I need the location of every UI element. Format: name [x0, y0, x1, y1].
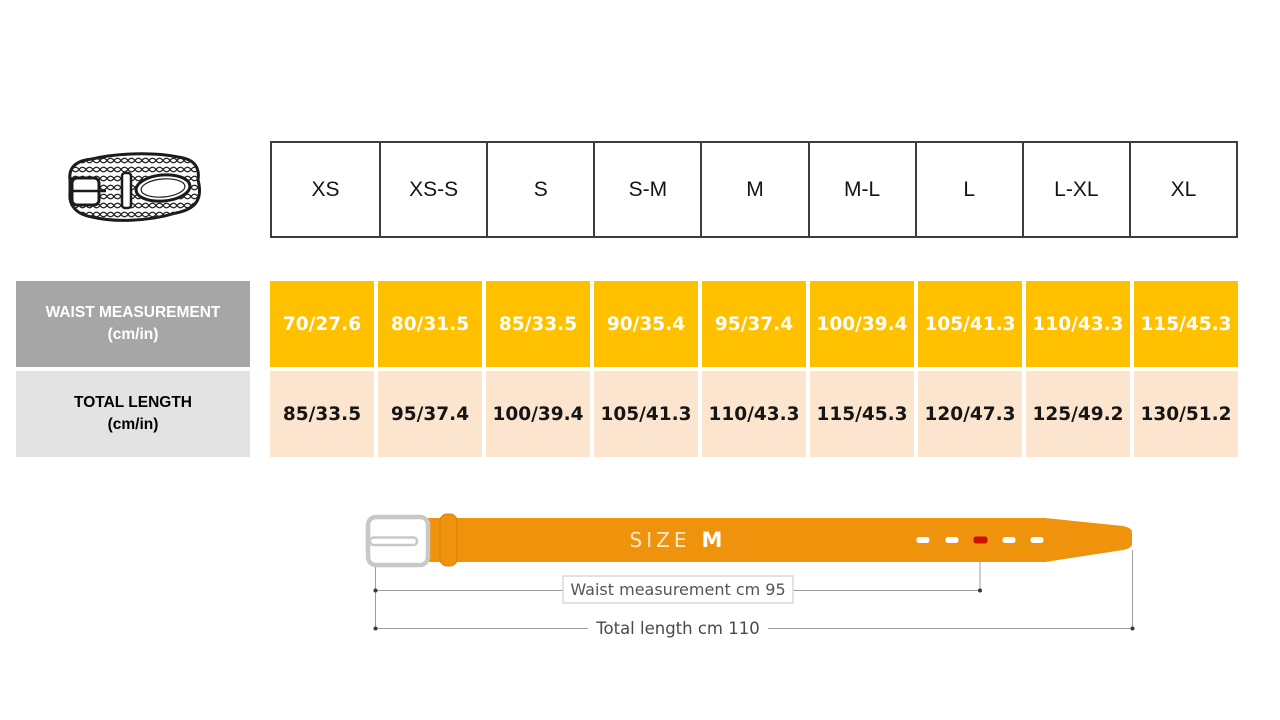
waist-value-cell: 115/45.3: [1134, 281, 1238, 367]
waist-row-label-line1: WAIST MEASUREMENT: [45, 303, 221, 321]
size-column-header: S: [486, 143, 593, 236]
length-value-cell: 125/49.2: [1026, 371, 1130, 457]
waist-row-label-line2: (cm/in): [107, 326, 159, 343]
belt-strap: [424, 518, 1046, 562]
waist-row-label: WAIST MEASUREMENT (cm/in): [16, 281, 250, 367]
buckle-prong: [368, 536, 419, 547]
braided-belt-icon: [68, 152, 201, 222]
waist-value-cell: 90/35.4: [594, 281, 698, 367]
size-column-header: XS: [311, 177, 340, 201]
length-row-label-line1: TOTAL LENGTH: [74, 393, 192, 411]
mini-keeper-loop: [120, 171, 133, 210]
total-line-end-dot: [373, 626, 378, 631]
length-value-cell: 115/45.3: [810, 371, 914, 457]
size-column-header: S-M: [593, 143, 700, 236]
length-value-cell: 100/39.4: [486, 371, 590, 457]
waist-measurement-row: 70/27.6 80/31.5 85/33.5 90/35.4 95/37.4 …: [270, 281, 1238, 367]
size-label: SIZE: [630, 528, 691, 552]
total-length-row: 85/33.5 95/37.4 100/39.4 105/41.3 110/43…: [270, 371, 1238, 457]
total-length-text-backing: [588, 617, 768, 640]
waist-value-cell: 70/27.6: [270, 281, 374, 367]
belt-tip: [1045, 518, 1132, 562]
waist-value-cell: 105/41.3: [918, 281, 1022, 367]
size-column-header: XL: [1128, 143, 1236, 236]
waist-line-end-dot: [978, 588, 982, 593]
length-row-label: TOTAL LENGTH (cm/in): [16, 371, 250, 457]
size-value: M: [702, 528, 723, 552]
belt-braid-texture: [69, 153, 200, 221]
belt-hole-icon: [1030, 537, 1044, 543]
size-column-header: L: [914, 143, 1022, 236]
belt-measurement-diagram: SIZE M Waist measurement cm 95 Total len…: [365, 513, 1135, 640]
length-value-cell: 95/37.4: [378, 371, 482, 457]
length-row-label-line2: (cm/in): [107, 416, 159, 433]
belt-hole-icon: [916, 537, 930, 543]
length-value-cell: 130/51.2: [1134, 371, 1238, 457]
total-length-text: Total length cm 110: [595, 619, 760, 638]
total-line-end-dot: [1130, 626, 1135, 631]
waist-measurement-box: [562, 575, 794, 604]
waist-value-cell: 80/31.5: [378, 281, 482, 367]
belt-hole-icon: [945, 537, 959, 543]
size-column-header: L-XL: [1021, 143, 1129, 236]
waist-value-cell: 85/33.5: [486, 281, 590, 367]
length-value-cell: 105/41.3: [594, 371, 698, 457]
size-header-row: XS XS-S S S-M M M-L L L-XL XL: [270, 141, 1238, 238]
size-column-header: M-L: [807, 143, 915, 236]
size-column-header: M: [700, 143, 807, 236]
waist-measurement-text: Waist measurement cm 95: [570, 580, 785, 599]
size-column-header: XS-S: [379, 143, 486, 236]
belt-hole-selected-icon: [973, 536, 988, 544]
belt-keeper-loop: [439, 513, 458, 567]
waist-value-cell: 110/43.3: [1026, 281, 1130, 367]
length-value-cell: 110/43.3: [702, 371, 806, 457]
mini-belt-tip-stitch: [140, 178, 186, 198]
length-value-cell: 120/47.3: [918, 371, 1022, 457]
waist-value-cell: 100/39.4: [810, 281, 914, 367]
waist-value-cell: 95/37.4: [702, 281, 806, 367]
waist-line-end-dot: [373, 588, 378, 593]
length-value-cell: 85/33.5: [270, 371, 374, 457]
belt-hole-icon: [1002, 537, 1016, 543]
